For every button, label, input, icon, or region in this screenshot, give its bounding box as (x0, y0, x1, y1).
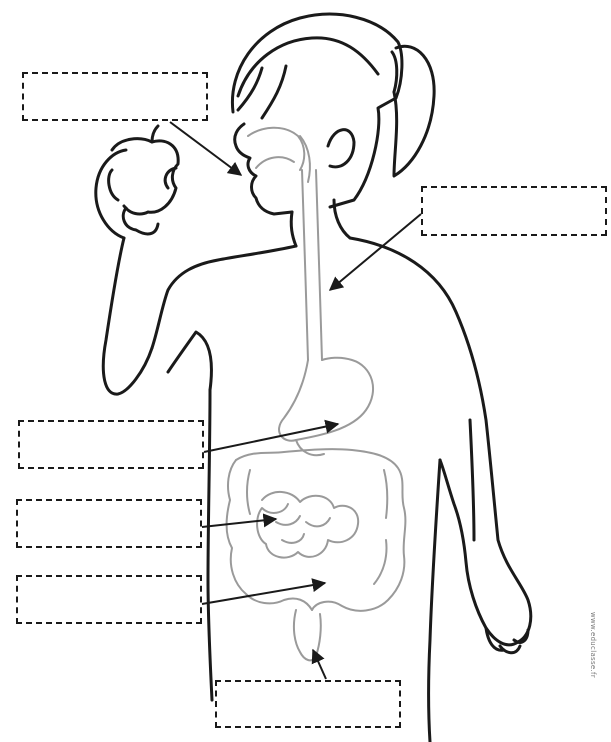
ponytail-tie (392, 52, 397, 92)
label-box-mouth[interactable] (22, 72, 208, 121)
digestive-organs (227, 128, 406, 661)
torso-right (429, 460, 441, 742)
label-box-esophagus[interactable] (421, 186, 607, 236)
watermark: www.educlasse.fr (589, 612, 597, 678)
arrow-small-intestine (202, 519, 276, 527)
stomach (279, 358, 373, 441)
left-arm-outer (103, 238, 152, 394)
apple (112, 126, 178, 214)
child-outline (96, 14, 531, 742)
rectum (294, 610, 321, 660)
small-intestine-loops (276, 516, 330, 543)
ear (328, 130, 354, 167)
ponytail (394, 46, 434, 176)
label-box-small-intestine[interactable] (16, 499, 202, 548)
torso-left (152, 246, 296, 348)
label-box-stomach[interactable] (18, 420, 204, 469)
arrow-stomach (204, 424, 338, 452)
left-arm-inner (168, 332, 211, 390)
oral-cavity (248, 128, 304, 170)
large-intestine-top (236, 449, 405, 611)
esophagus-right (316, 170, 322, 360)
arrow-large-intestine (202, 583, 325, 604)
right-arm-inner (470, 420, 474, 540)
esophagus-left (302, 170, 308, 360)
arrow-anus (313, 650, 326, 679)
right-shoulder (350, 238, 531, 645)
hair-inner-strand (238, 38, 378, 96)
torso-left-lower (208, 390, 212, 700)
left-hand (96, 150, 158, 238)
arrow-mouth (170, 122, 241, 175)
duodenum (296, 440, 324, 455)
label-box-anus[interactable] (215, 680, 401, 728)
face-profile (235, 124, 292, 214)
small-intestine (257, 492, 358, 558)
tongue (256, 157, 294, 168)
arrow-esophagus (330, 214, 421, 290)
hair-bangs (238, 66, 286, 118)
neck-front (291, 212, 296, 246)
label-box-large-intestine[interactable] (16, 575, 202, 624)
